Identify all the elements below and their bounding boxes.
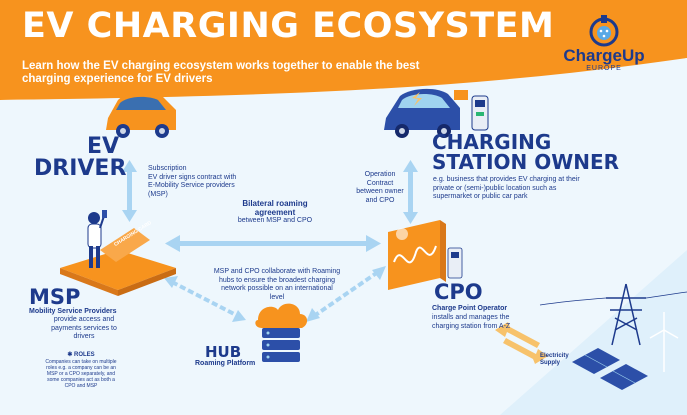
chargeup-logo: ChargeUp EUROPE — [554, 46, 654, 73]
ev-driver-title-line2: DRIVER — [34, 156, 127, 181]
cpo-desc: installs and manages the charging statio… — [432, 314, 511, 330]
electricity-supply-label: Electricity Supply — [540, 353, 569, 366]
operation-contract-text: Operation Contract between owner and CPO — [356, 171, 404, 205]
logo-region: EUROPE — [586, 65, 622, 72]
hub-subtitle: Roaming Platform — [195, 360, 256, 367]
hub-title: HUB — [205, 343, 242, 361]
bilateral-desc: between MSP and CPO — [237, 217, 313, 224]
cpo-title: CPO — [434, 280, 483, 304]
bilateral-roaming-arrow — [165, 235, 381, 252]
cpo-hub-arrowhead-1 — [372, 266, 386, 280]
cso-desc: e.g. business that provides EV charging … — [433, 176, 580, 200]
light-blue-background — [0, 58, 687, 415]
cpo-subtitle: Charge Point Operator — [432, 305, 508, 312]
msp-person-icon — [87, 210, 107, 268]
cso-title-line2: STATION OWNER — [432, 150, 620, 174]
wind-turbine-icon — [649, 312, 679, 372]
ev-driver-title-line1: EV — [87, 134, 120, 159]
bilateral-text: Bilateral roaming agreement between MSP … — [230, 199, 320, 226]
hub-servers-icon — [255, 303, 308, 362]
electricity-arrows — [495, 322, 548, 364]
subscription-text: Subscription EV driver signs contract wi… — [148, 165, 240, 199]
operation-contract-title: Operation Contract — [364, 171, 396, 187]
cso-car-icon — [384, 88, 460, 138]
cso-title: CHARGING STATION OWNER — [432, 132, 619, 172]
orange-header-band — [0, 0, 687, 100]
roles-note-title: ✱ ROLES — [67, 352, 95, 358]
power-pylon-icon — [606, 283, 646, 346]
page-title: EV CHARGING ECOSYSTEM — [22, 6, 555, 46]
chargeup-logo-icon — [589, 15, 619, 47]
page-subtitle: Learn how the EV charging ecosystem work… — [22, 60, 420, 85]
msp-hub-arrowhead-2 — [232, 310, 246, 322]
msp-hub-arrowhead-1 — [164, 276, 178, 288]
subscription-arrow — [122, 160, 137, 222]
operation-contract-arrow — [403, 160, 418, 224]
cso-charger-icon — [454, 90, 489, 131]
ev-driver-title: EV DRIVER — [34, 134, 126, 180]
operation-contract-desc: between owner and CPO — [356, 188, 404, 204]
charging-card-icon — [100, 228, 150, 262]
roles-note: ✱ ROLES Companies can take on multiple r… — [44, 351, 118, 389]
msp-desc: provide access and payments services to … — [51, 316, 117, 340]
bilateral-title: Bilateral roaming agreement — [242, 199, 308, 217]
cpo-hub-arrow — [312, 270, 380, 318]
cpo-hub-arrowhead-2 — [306, 308, 320, 322]
roles-note-desc: Companies can take on multiple roles e.g… — [45, 359, 117, 389]
msp-hub-arrow — [171, 280, 239, 318]
subscription-title: Subscription — [148, 165, 187, 172]
subscription-desc: EV driver signs contract with E-Mobility… — [148, 173, 237, 198]
power-lines — [539, 291, 687, 306]
msp-title: MSP — [29, 285, 81, 309]
logo-name: ChargeUp — [563, 46, 645, 65]
solar-panels-icon — [572, 348, 648, 390]
cso-title-line1: CHARGING — [432, 130, 552, 154]
ev-driver-car-icon — [106, 92, 176, 138]
msp-subtitle: Mobility Service Providers — [29, 308, 117, 315]
cpo-dashboard-icon — [388, 220, 463, 290]
collab-desc: MSP and CPO collaborate with Roaming hub… — [213, 268, 341, 301]
